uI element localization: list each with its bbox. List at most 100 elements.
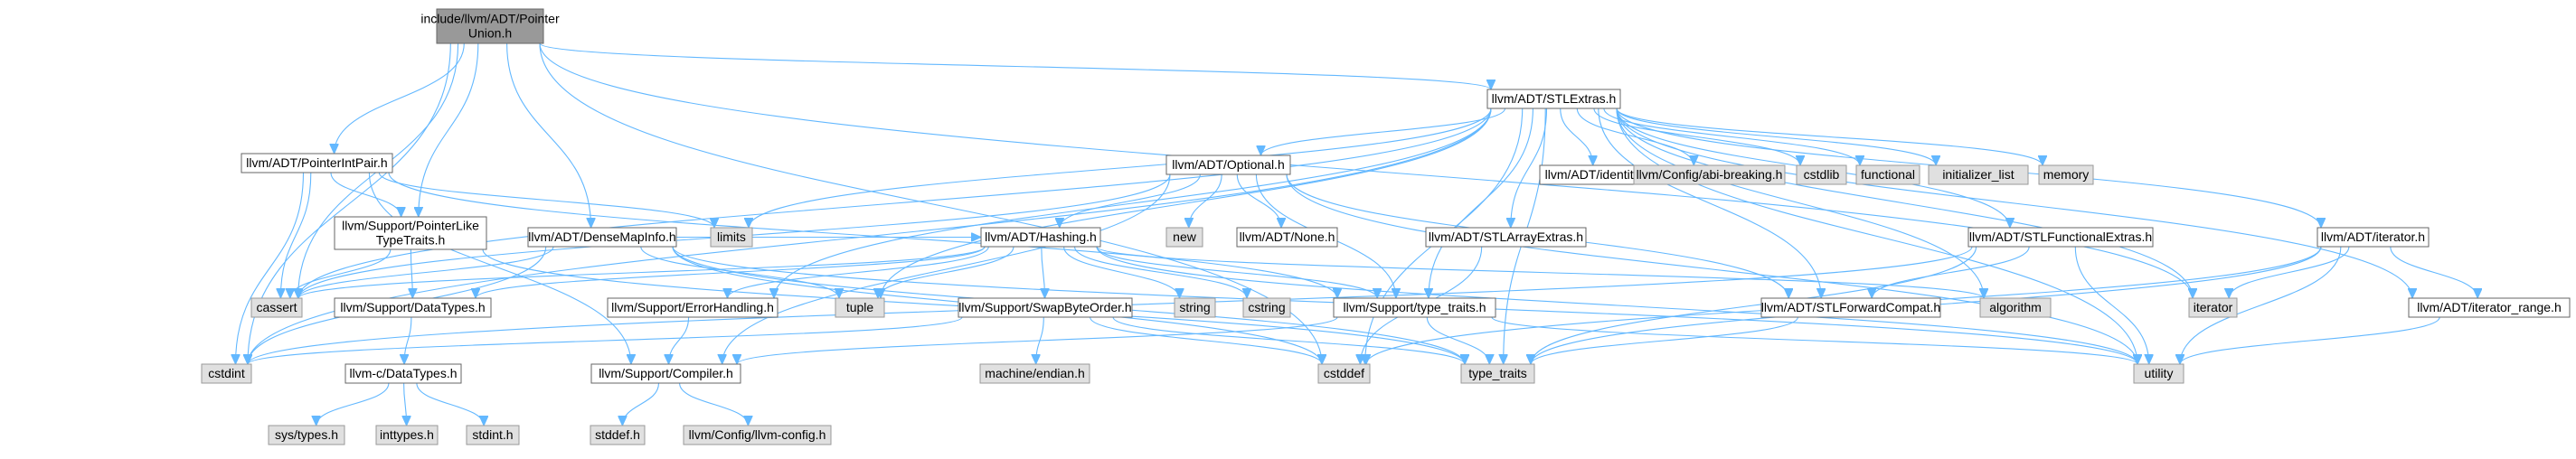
edge-stlfunctionalextras-to-type_traits (1531, 246, 1977, 364)
node-box-iterator (2188, 297, 2238, 318)
node-label-string-0: string (1179, 300, 1210, 314)
node-initializer_list: initializer_list (1928, 164, 2029, 185)
node-label-new-0: new (1173, 230, 1197, 244)
edges-layer (236, 42, 2478, 426)
node-label-stlextras-0: llvm/ADT/STLExtras.h (1492, 91, 1617, 106)
node-hashing[interactable]: llvm/ADT/Hashing.h (980, 227, 1101, 248)
node-box-initializer_list (1928, 164, 2029, 185)
edge-stlextras-to-iterator (1616, 108, 2193, 298)
node-datatypes[interactable]: llvm/Support/DataTypes.h (334, 297, 492, 318)
node-box-root (436, 8, 544, 44)
node-box-type_traits_h (1333, 297, 1496, 318)
node-box-stlextras (1486, 89, 1621, 109)
node-swapbyteorder[interactable]: llvm/Support/SwapByteOrder.h (958, 297, 1133, 318)
node-iterator_h[interactable]: llvm/ADT/iterator.h (2317, 227, 2430, 248)
edge-stlextras-to-functional (1603, 108, 1860, 165)
node-box-swapbyteorder (958, 297, 1133, 318)
node-box-optional (1165, 155, 1291, 175)
node-box-stddef (590, 425, 646, 445)
node-box-cassert (250, 297, 303, 318)
node-inttypes: inttypes.h (375, 425, 439, 445)
node-label-stlforwardcompat-0: llvm/ADT/STLForwardCompat.h (1761, 300, 1940, 314)
edge-pointerintpair-to-pointerlike (330, 172, 401, 217)
node-box-cstdlib (1796, 164, 1847, 185)
node-pointerintpair[interactable]: llvm/ADT/PointerIntPair.h (241, 153, 393, 173)
edge-hashing-to-utility (1096, 246, 2137, 364)
node-stlextras[interactable]: llvm/ADT/STLExtras.h (1486, 89, 1621, 109)
node-label-memory-0: memory (2043, 167, 2090, 182)
edge-pointerintpair-to-limits (378, 172, 714, 228)
node-label-cassert-0: cassert (256, 300, 297, 314)
node-stlfunctionalextras[interactable]: llvm/ADT/STLFunctionalExtras.h (1967, 227, 2154, 248)
node-none[interactable]: llvm/ADT/None.h (1236, 227, 1338, 248)
edge-stlextras-to-initializer_list (1616, 108, 1936, 165)
node-box-functional (1855, 164, 1920, 185)
node-label-stddef-0: stddef.h (595, 427, 640, 442)
edge-optional-to-hashing (1060, 173, 1201, 228)
node-box-algorithm (1979, 297, 2052, 318)
edge-optional-to-none (1236, 173, 1281, 228)
edge-hashing-to-errorhandling (728, 246, 989, 298)
node-box-sys_types (268, 425, 345, 445)
node-label-identity-0: llvm/ADT/identity.h (1545, 167, 1650, 182)
edge-stlforwardcompat-to-type_traits (1531, 316, 1798, 364)
node-endian: machine/endian.h (979, 363, 1090, 384)
node-box-errorhandling (607, 297, 778, 318)
node-cstdint: cstdint (201, 363, 252, 384)
node-label-compiler-0: llvm/Support/Compiler.h (599, 366, 733, 380)
node-string: string (1174, 297, 1216, 318)
node-compiler[interactable]: llvm/Support/Compiler.h (590, 363, 741, 384)
edge-type_traits_h-to-utility (1491, 316, 2137, 364)
edge-swapbyteorder-to-type_traits (1112, 316, 1465, 364)
node-label-optional-0: llvm/ADT/Optional.h (1172, 157, 1284, 172)
node-box-pointerlike (334, 216, 487, 250)
node-box-iterator_range (2408, 297, 2571, 318)
node-label-none-0: llvm/ADT/None.h (1240, 230, 1335, 244)
node-box-abibreaking (1633, 164, 1786, 185)
node-box-densemapinfo (527, 227, 677, 248)
edge-stlextras-to-algorithm (1616, 108, 1984, 298)
node-identity[interactable]: llvm/ADT/identity.h (1539, 164, 1656, 185)
node-label-errorhandling-0: llvm/Support/ErrorHandling.h (611, 300, 774, 314)
edge-datatypes-to-c_datatypes (404, 316, 412, 364)
node-type_traits_h[interactable]: llvm/Support/type_traits.h (1333, 297, 1496, 318)
node-label-stdint-0: stdint.h (472, 427, 513, 442)
node-densemapinfo[interactable]: llvm/ADT/DenseMapInfo.h (527, 227, 677, 248)
node-stlforwardcompat[interactable]: llvm/ADT/STLForwardCompat.h (1760, 297, 1941, 318)
edge-hashing-to-cassert (298, 246, 986, 298)
node-new: new (1165, 227, 1203, 248)
node-label-cstddef-0: cstddef (1324, 366, 1364, 380)
edge-densemapinfo-to-tuple (640, 246, 839, 298)
node-label-pointerlike-0: llvm/Support/PointerLike (342, 219, 479, 233)
node-label-root-0: include/llvm/ADT/Pointer (420, 12, 560, 26)
node-box-stlforwardcompat (1760, 297, 1941, 318)
node-label-functional-0: functional (1861, 167, 1915, 182)
node-box-iterator_h (2317, 227, 2430, 248)
edge-root-to-stlextras (539, 42, 1491, 89)
node-iterator_range[interactable]: llvm/ADT/iterator_range.h (2408, 297, 2571, 318)
edge-iterator_h-to-iterator (2229, 246, 2350, 298)
node-stlarrayextras[interactable]: llvm/ADT/STLArrayExtras.h (1425, 227, 1587, 248)
node-label-type_traits-0: type_traits (1468, 366, 1527, 380)
edge-optional-to-utility (1286, 173, 2137, 364)
node-stddef: stddef.h (590, 425, 646, 445)
node-box-stlarrayextras (1425, 227, 1587, 248)
edge-pointerintpair-to-compiler (368, 172, 631, 364)
edge-root-to-densemapinfo (506, 42, 591, 228)
node-cstddef: cstddef (1317, 363, 1371, 384)
node-box-cstring (1242, 297, 1291, 318)
edge-c_datatypes-to-stdint (416, 382, 484, 426)
node-errorhandling[interactable]: llvm/Support/ErrorHandling.h (607, 297, 778, 318)
node-box-memory (2038, 164, 2094, 185)
node-box-pointerintpair (241, 153, 393, 173)
node-stdint: stdint.h (466, 425, 520, 445)
node-label-iterator_range-0: llvm/ADT/iterator_range.h (2417, 300, 2562, 314)
edge-stlextras-to-cassert (298, 108, 1492, 298)
node-box-c_datatypes (344, 363, 462, 384)
node-c_datatypes[interactable]: llvm-c/DataTypes.h (344, 363, 462, 384)
node-optional[interactable]: llvm/ADT/Optional.h (1165, 155, 1291, 175)
node-sys_types: sys/types.h (268, 425, 345, 445)
node-label-densemapinfo-0: llvm/ADT/DenseMapInfo.h (528, 230, 675, 244)
